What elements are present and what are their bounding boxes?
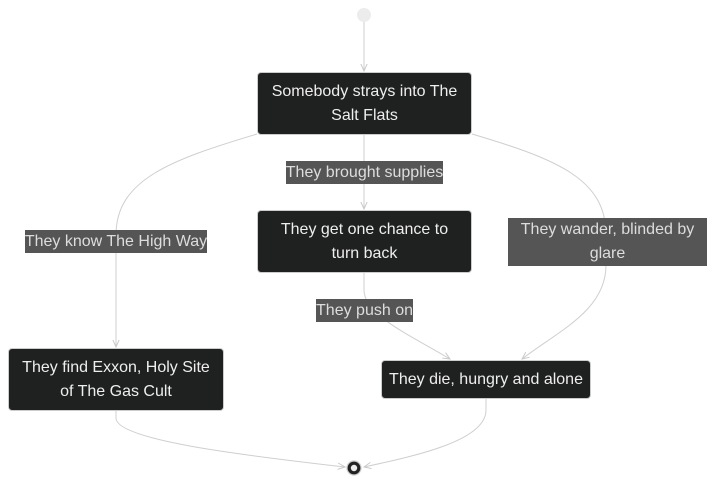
edge-chance-to-die bbox=[363, 273, 450, 359]
node-chance: They get one chance to turn back bbox=[257, 210, 472, 273]
edge-die-to-end bbox=[364, 399, 487, 467]
edge-exxon-to-end bbox=[115, 411, 345, 467]
edge-label-wander: They wander, blinded by glare bbox=[508, 218, 707, 266]
edge-label-push-on: They push on bbox=[316, 299, 413, 322]
node-exxon: They find Exxon, Holy Site of The Gas Cu… bbox=[8, 348, 224, 411]
edge-salt-flats-to-exxon bbox=[116, 133, 258, 347]
edge-label-supplies: They brought supplies bbox=[286, 161, 443, 184]
start-state bbox=[357, 8, 371, 22]
edge-label-high-way: They know The High Way bbox=[25, 230, 207, 253]
end-state bbox=[346, 460, 362, 476]
node-salt-flats: Somebody strays into The Salt Flats bbox=[257, 72, 472, 135]
node-die: They die, hungry and alone bbox=[381, 360, 591, 399]
